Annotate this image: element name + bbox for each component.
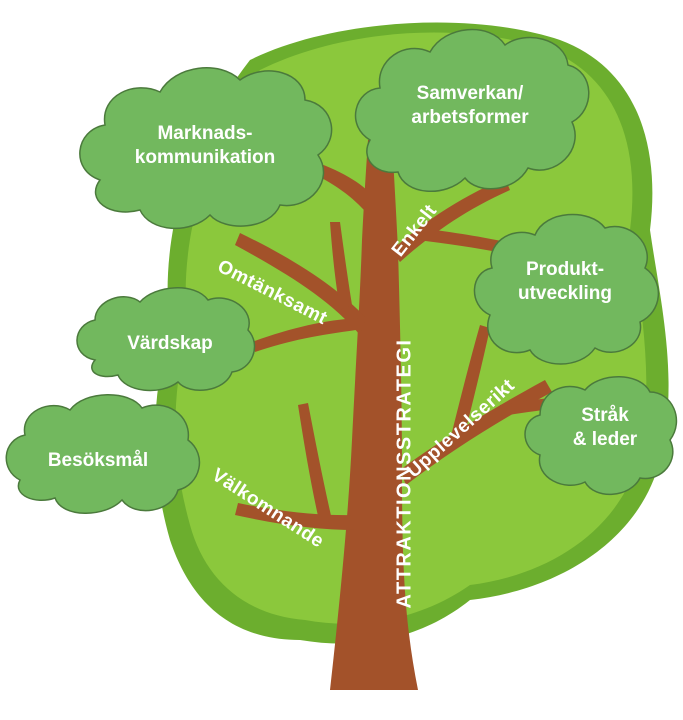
cloud-produkt <box>473 213 660 365</box>
trunk <box>330 140 418 690</box>
cloud-label-besoksmal: Besöksmål <box>28 449 168 473</box>
cloud-label-marknad: Marknads- kommunikation <box>120 122 290 170</box>
branch-omtanksamt <box>235 233 366 335</box>
cloud-vardskap <box>76 287 256 392</box>
branch-omtanksamt-up <box>330 222 352 310</box>
samverkan-line2: arbetsformer <box>411 107 529 128</box>
cloud-label-produkt: Produkt- utveckling <box>495 258 635 306</box>
produkt-line1: Produkt- <box>525 259 605 280</box>
strak-line1: Stråk <box>581 405 629 426</box>
cloud-label-vardskap: Värdskap <box>100 332 240 356</box>
branch-enkelt <box>392 178 510 262</box>
marknad-line2: kommunikation <box>134 147 276 168</box>
cloud-label-strak: Stråk & leder <box>545 404 665 452</box>
strak-line2: & leder <box>572 429 638 450</box>
cloud-samverkan <box>354 28 590 192</box>
cloud-strak <box>524 376 678 496</box>
trunk-label: ATTRAKTIONSSTRATEGI <box>393 338 416 609</box>
vardskap-line1: Värdskap <box>127 333 213 354</box>
besoksmal-line1: Besöksmål <box>47 450 149 471</box>
branch-vardskap <box>252 318 358 352</box>
cloud-label-samverkan: Samverkan/ arbetsformer <box>385 82 555 130</box>
marknad-line1: Marknads- <box>157 123 253 144</box>
samverkan-line1: Samverkan/ <box>416 83 524 104</box>
branch-valkomnande-up <box>298 403 332 525</box>
branch-upplevelserikt-up <box>450 325 490 445</box>
cloud-marknad <box>79 67 333 229</box>
cloud-besoksmal <box>5 394 201 514</box>
branch-valkomnande <box>235 503 356 530</box>
produkt-line2: utveckling <box>518 283 612 304</box>
